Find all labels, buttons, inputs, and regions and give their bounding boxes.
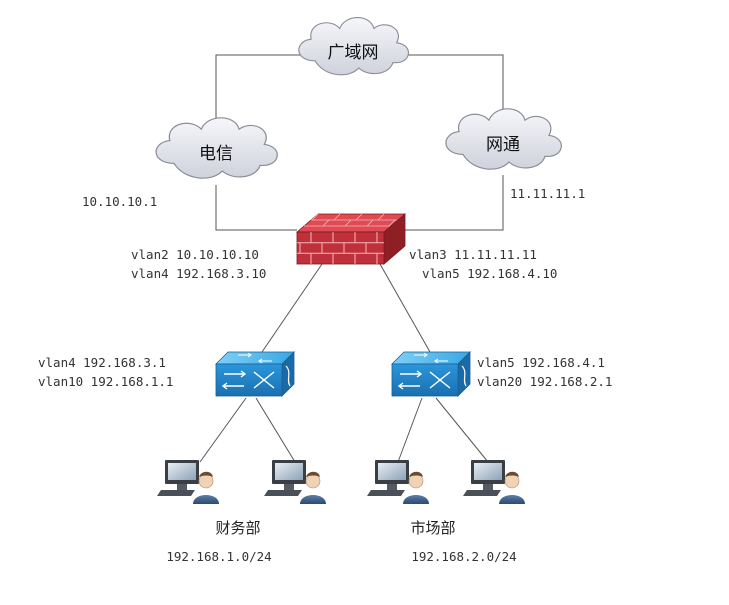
firewall-right-vlan3: vlan3 11.11.11.11: [409, 247, 537, 262]
switch-right-icon: [391, 351, 471, 397]
workstation-icon: [366, 459, 430, 505]
link-wan-telecom: [215, 54, 302, 125]
link-switch-right-pc4: [435, 397, 489, 463]
switch-left-vlan10: vlan10 192.168.1.1: [38, 374, 173, 389]
switch-right-vlan20: vlan20 192.168.2.1: [477, 374, 612, 389]
finance-subnet: 192.168.1.0/24: [166, 549, 271, 564]
workstation-icon: [263, 459, 327, 505]
workstation-icon: [462, 459, 526, 505]
netcom-cloud-label: 网通: [486, 135, 520, 155]
switch-left-vlan4: vlan4 192.168.3.1: [38, 355, 166, 370]
market-department-label: 市场部: [410, 519, 455, 537]
link-switch-left-pc1: [199, 397, 247, 463]
link-switch-right-pc3: [397, 397, 423, 463]
telecom-cloud-label: 电信: [199, 144, 233, 164]
firewall-left-vlan2: vlan2 10.10.10.10: [131, 247, 259, 262]
link-switch-left-pc2: [255, 397, 296, 463]
link-firewall-switch-left: [261, 263, 323, 353]
link-telecom-firewall: [215, 185, 297, 231]
firewall-icon: [295, 213, 407, 265]
link-wan-netcom: [405, 54, 504, 110]
firewall-left-vlan4: vlan4 192.168.3.10: [131, 266, 266, 281]
wan-links: [199, 54, 504, 463]
firewall-right-vlan5: vlan5 192.168.4.10: [422, 266, 557, 281]
finance-department-label: 财务部: [215, 519, 260, 537]
wan-cloud-label: 广域网: [328, 43, 379, 63]
workstation-icon: [156, 459, 220, 505]
switch-left-icon: [215, 351, 295, 397]
telecom-gateway-ip: 10.10.10.1: [82, 194, 157, 209]
link-firewall-switch-right: [379, 263, 431, 353]
switch-right-vlan5: vlan5 192.168.4.1: [477, 355, 605, 370]
netcom-gateway-ip: 11.11.11.1: [510, 186, 585, 201]
market-subnet: 192.168.2.0/24: [411, 549, 516, 564]
link-netcom-firewall: [405, 175, 504, 231]
